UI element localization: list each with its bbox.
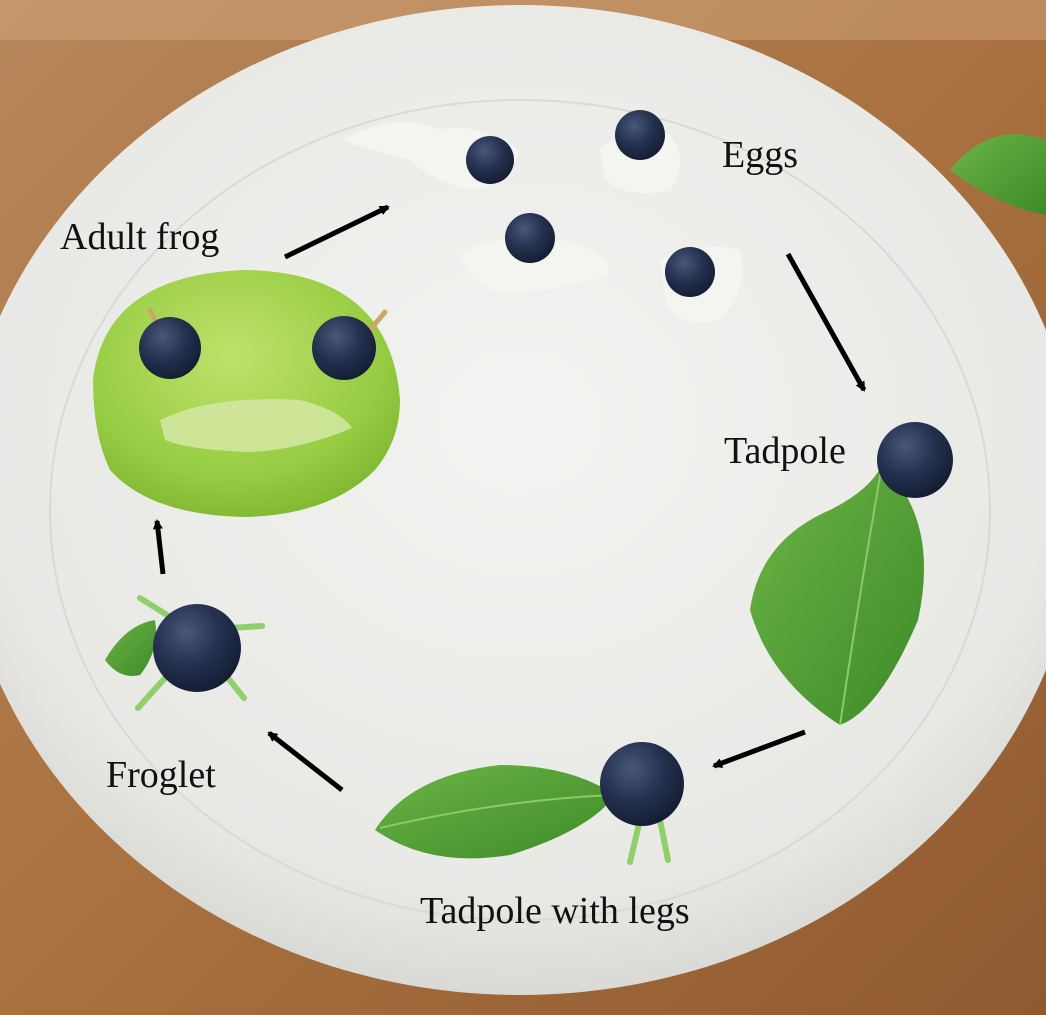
froglet-blueberry (153, 604, 241, 692)
frog-eye-left (139, 317, 201, 379)
label-froglet: Froglet (106, 756, 216, 794)
label-tadpole-with-legs: Tadpole with legs (420, 892, 690, 930)
label-adult-frog: Adult frog (60, 218, 219, 256)
green-apple-half (93, 270, 400, 517)
blueberry-egg-4 (665, 247, 715, 297)
blueberry-egg-3 (505, 213, 555, 263)
label-eggs: Eggs (722, 136, 798, 174)
frog-eye-right (312, 316, 376, 380)
blueberry-egg-2 (615, 110, 665, 160)
label-tadpole: Tadpole (724, 432, 846, 470)
blueberry-egg-1 (466, 136, 514, 184)
tadpole-legs-blueberry-head (600, 742, 684, 826)
tadpole-blueberry-head (877, 422, 953, 498)
adult-frog-apple (93, 270, 400, 517)
